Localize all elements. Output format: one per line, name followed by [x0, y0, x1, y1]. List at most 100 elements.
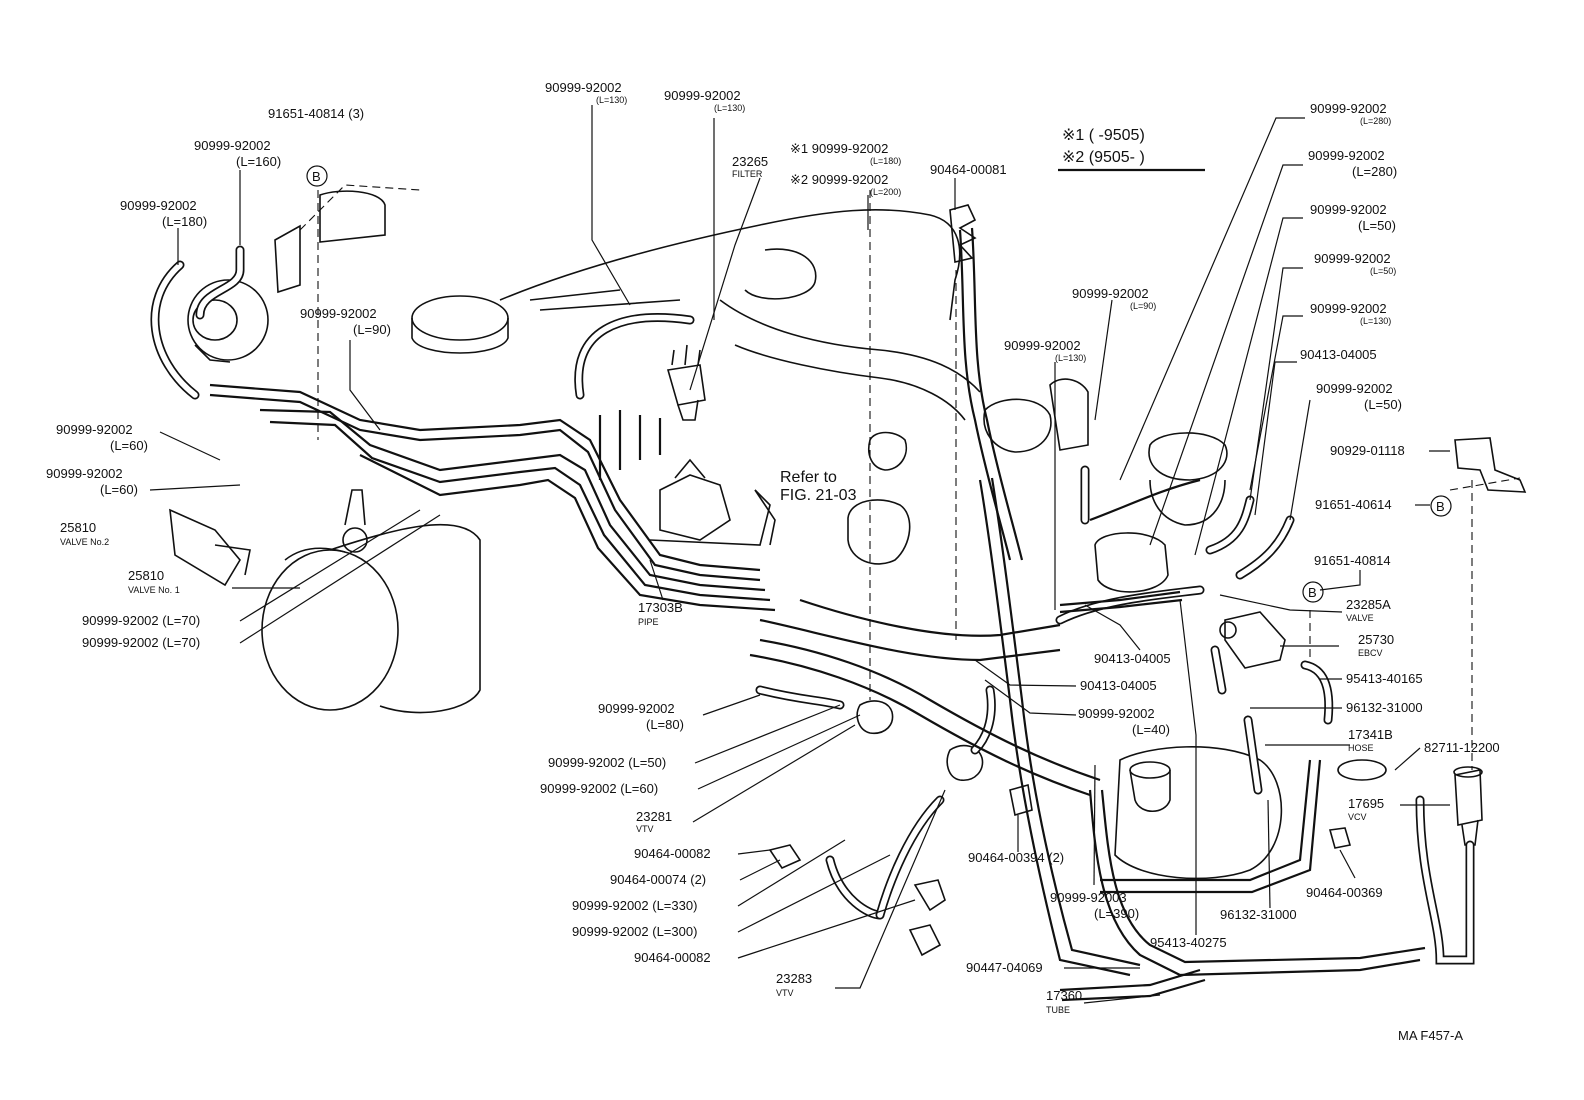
callout-main: 90999-92002: [1308, 148, 1385, 163]
callout-sub: (L=130): [596, 95, 627, 105]
hoses: [150, 245, 1475, 965]
reference-lines: [317, 190, 1521, 770]
note-2: ※2 (9505- ): [1062, 149, 1145, 166]
marker-b-2: [1430, 495, 1452, 517]
leader-lines: [149, 105, 1450, 1004]
callout-main: 82711-12200: [1424, 740, 1500, 755]
callout-sub: (L=90): [1130, 301, 1156, 311]
callout-sub: (L=130): [1360, 316, 1391, 326]
callout-main: 17360: [1046, 988, 1082, 1003]
callout-sub: (L=200): [870, 187, 901, 197]
callout-main: 25810: [128, 568, 164, 583]
callout-main: 90464-00369: [1306, 885, 1383, 900]
callout-main: 90999-92002: [1004, 338, 1081, 353]
callout-sub: (L=130): [714, 103, 745, 113]
callout-sub: (L=180): [162, 214, 207, 229]
callout-main: 90447-04069: [966, 960, 1043, 975]
callout-main: 90999-92002: [1310, 101, 1387, 116]
callout-main: 23281: [636, 809, 672, 824]
refer-line-1: Refer to: [780, 469, 837, 486]
callout-sub: (L=280): [1352, 164, 1397, 179]
callout-sub: (L=390): [1094, 906, 1139, 921]
callout-main: 23283: [776, 971, 812, 986]
callout-main: 95413-40275: [1150, 935, 1227, 950]
marker-b-3: [1302, 581, 1324, 603]
engine-drawing: [169, 184, 1527, 957]
pipes: [209, 227, 1426, 1002]
callout-sub: EBCV: [1358, 648, 1383, 658]
callout-main: 90464-00081: [930, 162, 1007, 177]
callout-main: 96132-31000: [1220, 907, 1297, 922]
callout-sub: (L=160): [236, 154, 281, 169]
callout-main: ※1 90999-92002: [790, 141, 888, 156]
callout-sub: VALVE No. 1: [128, 585, 180, 595]
callout-main: 90999-92002: [664, 88, 741, 103]
callout-sub: (L=50): [1370, 266, 1396, 276]
figure-code: MA F457-A: [1398, 1028, 1463, 1043]
callout-main: 23285A: [1346, 597, 1391, 612]
callout-main: 90464-00394 (2): [968, 850, 1064, 865]
refer-note: Refer to FIG. 21-03: [780, 469, 857, 504]
callout-main: 17341B: [1348, 727, 1393, 742]
callout-main: 90999-92002 (L=60): [540, 781, 658, 796]
callout-main: 90999-92002 (L=330): [572, 898, 697, 913]
callout-main: 90413-04005: [1094, 651, 1171, 666]
callout-main: 90999-92002 (L=300): [572, 924, 697, 939]
callout-main: 90999-92002: [56, 422, 133, 437]
callout-sub: (L=180): [870, 156, 901, 166]
callout-sub: (L=280): [1360, 116, 1391, 126]
callout-sub: TUBE: [1046, 1005, 1070, 1015]
callout-sub: VCV: [1348, 812, 1367, 822]
callout-sub: (L=80): [646, 717, 684, 732]
callout-sub: (L=50): [1364, 397, 1402, 412]
marker-b-2-label: B: [1436, 499, 1445, 514]
callout-main: 90999-92002: [120, 198, 197, 213]
callout-sub: HOSE: [1348, 743, 1374, 753]
callout-sub: VALVE No.2: [60, 537, 109, 547]
callout-sub: FILTER: [732, 169, 763, 179]
callout-main: 90999-92002: [46, 466, 123, 481]
callout-sub: VTV: [636, 824, 654, 834]
callout-sub: VALVE: [1346, 613, 1374, 623]
callout-main: 90999-92002: [1314, 251, 1391, 266]
callout-main: 90999-92002: [598, 701, 675, 716]
callout-main: 91651-40614: [1315, 497, 1392, 512]
callout-main: 90464-00074 (2): [610, 872, 706, 887]
callout-labels: 91651-40814 (3) 90999-92002 (L=160) 9099…: [46, 80, 1500, 1015]
callout-main: 90999-92003: [1050, 890, 1127, 905]
callout-main: 90999-92002 (L=70): [82, 613, 200, 628]
marker-b-1: [306, 165, 328, 187]
callout-main: 95413-40165: [1346, 671, 1423, 686]
callout-main: 90999-92002 (L=70): [82, 635, 200, 650]
callout-sub: PIPE: [638, 617, 659, 627]
callout-main: 23265: [732, 154, 768, 169]
callout-sub: (L=60): [110, 438, 148, 453]
callout-main: 90999-92002 (L=50): [548, 755, 666, 770]
callout-main: 90999-92002: [1072, 286, 1149, 301]
callout-sub: (L=60): [100, 482, 138, 497]
notes-box: ※1 ( -9505) ※2 (9505- ): [1058, 127, 1205, 172]
callout-main: 90999-92002: [300, 306, 377, 321]
callout-main: 90999-92002: [1078, 706, 1155, 721]
callout-main: 90999-92002: [194, 138, 271, 153]
callout-main: 90413-04005: [1300, 347, 1377, 362]
callout-main: 25730: [1358, 632, 1394, 647]
callout-main: 91651-40814 (3): [268, 106, 364, 121]
callout-main: 90929-01118: [1330, 443, 1405, 458]
callout-main: 25810: [60, 520, 96, 535]
callout-main: ※2 90999-92002: [790, 172, 888, 187]
callout-main: 96132-31000: [1346, 700, 1423, 715]
b-markers: B B B: [306, 165, 1452, 603]
callout-main: 90999-92002: [1310, 202, 1387, 217]
callout-main: 90999-92002: [1316, 381, 1393, 396]
callout-sub: (L=130): [1055, 353, 1086, 363]
refer-line-2: FIG. 21-03: [780, 487, 857, 504]
marker-b-3-label: B: [1308, 585, 1317, 600]
callout-sub: (L=40): [1132, 722, 1170, 737]
callout-sub: (L=90): [353, 322, 391, 337]
callout-main: 90464-00082: [634, 846, 711, 861]
callout-main: 90464-00082: [634, 950, 711, 965]
callout-main: 91651-40814: [1314, 553, 1391, 568]
note-1: ※1 ( -9505): [1062, 127, 1145, 144]
